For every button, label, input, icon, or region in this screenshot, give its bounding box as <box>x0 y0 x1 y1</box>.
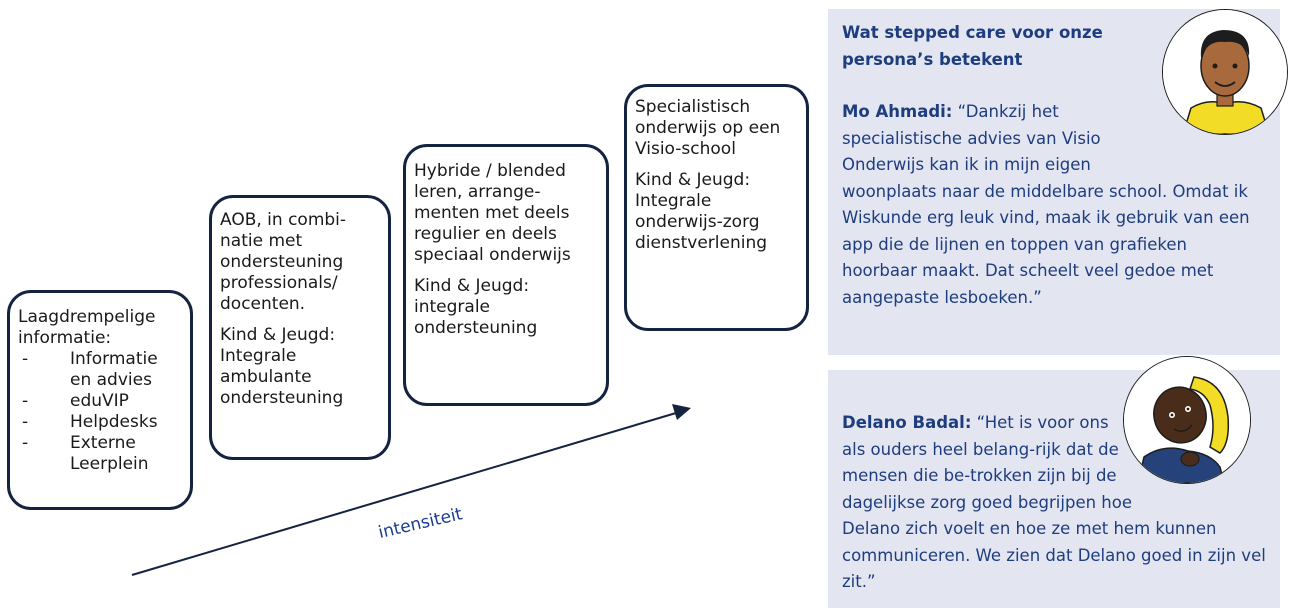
mo-name: Mo Ahmadi: <box>842 102 953 121</box>
step-3-text: Hybride / blended leren, arrange-menten … <box>414 161 571 265</box>
arrow-line <box>131 412 677 576</box>
delano-quote-start: “Het is voor ons als ouders heel belang-… <box>842 413 1266 591</box>
boy-portrait-icon <box>1162 9 1288 135</box>
arrow-head <box>672 404 691 420</box>
mo-quote: “Dankzij het specialistische advies van … <box>842 102 1250 307</box>
step-1-title: Laagdrempelige informatie: <box>18 307 156 348</box>
step-2-youth-text: Kind & Jeugd: Integrale ambulante onders… <box>220 325 344 408</box>
step-box-information: Laagdrempelige informatie: Informatie en… <box>7 290 193 510</box>
list-item: eduVIP <box>18 391 184 412</box>
delano-name: Delano Badal: <box>842 413 972 432</box>
delano-quote-paragraph: Delano Badal: “Het is voor ons als ouder… <box>842 384 1266 596</box>
list-item: Helpdesks <box>18 412 184 433</box>
list-item: Externe Leerplein <box>18 433 184 475</box>
step-box-hybrid: Hybride / blended leren, arrange-menten … <box>403 144 609 406</box>
step-box-aob: AOB, in combi-natie met ondersteuning pr… <box>209 195 391 460</box>
step-1-list: Informatie en advies eduVIP Helpdesks Ex… <box>18 349 184 475</box>
step-4-text: Specialistisch onderwijs op een Visio-sc… <box>635 97 781 159</box>
list-item: Informatie en advies <box>18 349 184 391</box>
step-4-youth-text: Kind & Jeugd: Integrale onderwijs-zorg d… <box>635 170 768 253</box>
step-box-specialist: Specialistisch onderwijs op een Visio-sc… <box>624 84 809 331</box>
panel-heading: Wat stepped care voor onze persona’s bet… <box>842 23 1103 69</box>
step-3-youth-text: Kind & Jeugd: integrale ondersteuning <box>414 276 538 338</box>
mo-quote-paragraph: Mo Ahmadi: “Dankzij het specialistische … <box>842 99 1266 311</box>
boy-in-wheelchair-portrait-icon <box>1123 356 1251 484</box>
step-2-text: AOB, in combi-natie met ondersteuning pr… <box>220 210 347 314</box>
